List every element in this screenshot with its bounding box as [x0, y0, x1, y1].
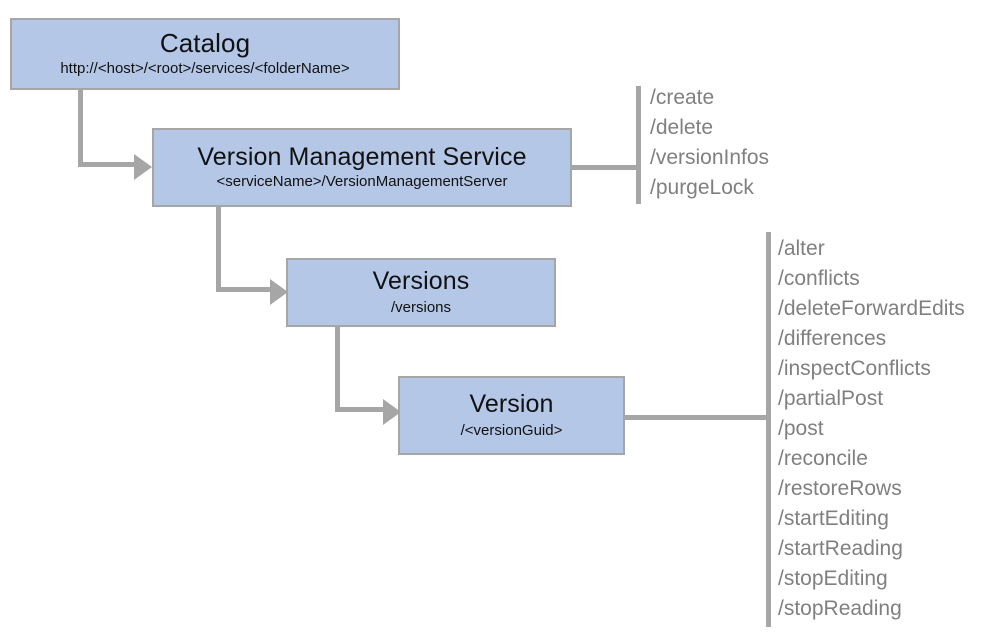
endpoint-item: /partialPost — [778, 387, 884, 410]
endpoint-item: /alter — [778, 237, 825, 260]
endpoint-item: /post — [778, 417, 824, 440]
endpoint-item: /inspectConflicts — [778, 357, 931, 380]
connector-service-to-versions-vertical — [216, 207, 221, 292]
node-catalog[interactable]: Catalog http://<host>/<root>/services/<f… — [10, 18, 400, 90]
node-catalog-title: Catalog — [159, 28, 251, 59]
arrow-head-icon-service-to-versions — [270, 279, 288, 305]
endpoint-item: /versionInfos — [650, 146, 770, 169]
node-version-management-service-title: Version Management Service — [197, 142, 527, 171]
node-version-management-service[interactable]: Version Management Service <serviceName>… — [152, 128, 572, 207]
endpoint-item: /differences — [778, 327, 887, 350]
arrow-head-icon-versions-to-version — [383, 399, 401, 425]
endpoint-item: /restoreRows — [778, 477, 902, 500]
node-catalog-path: http://<host>/<root>/services/<folderNam… — [60, 59, 350, 77]
endpoint-item: /stopReading — [778, 597, 902, 620]
endpoint-item: /delete — [650, 116, 714, 139]
node-version[interactable]: Version /<versionGuid> — [398, 376, 625, 455]
endpoint-item: /purgeLock — [650, 176, 754, 199]
endpoint-group-bar-service — [636, 86, 641, 204]
endpoint-item: /deleteForwardEdits — [778, 297, 965, 320]
node-versions[interactable]: Versions /versions — [286, 258, 556, 327]
endpoint-group-bar-version — [766, 232, 771, 627]
endpoint-item: /create — [650, 86, 715, 109]
endpoint-item: /conflicts — [778, 267, 860, 290]
node-version-management-service-path: <serviceName>/VersionManagementServer — [216, 173, 508, 191]
connector-service-to-operations — [572, 165, 640, 170]
connector-version-to-operations — [625, 415, 770, 420]
endpoint-list-version-operations: /alter/conflicts/deleteForwardEdits/diff… — [778, 234, 965, 624]
endpoint-item: /reconcile — [778, 447, 868, 470]
connector-service-to-versions-horizontal — [216, 287, 274, 292]
arrow-head-icon-catalog-to-service — [134, 154, 152, 180]
endpoint-item: /startEditing — [778, 507, 889, 530]
connector-versions-to-version-horizontal — [335, 407, 387, 412]
connector-catalog-to-service-vertical — [78, 90, 83, 167]
node-version-path: /<versionGuid> — [460, 421, 563, 439]
node-versions-path: /versions — [390, 298, 452, 316]
endpoint-list-service-operations: /create/delete/versionInfos/purgeLock — [650, 83, 769, 203]
connector-catalog-to-service-horizontal — [78, 162, 138, 167]
node-version-title: Version — [469, 390, 554, 419]
connector-versions-to-version-vertical — [335, 327, 340, 412]
node-versions-title: Versions — [372, 267, 470, 296]
endpoint-item: /stopEditing — [778, 567, 888, 590]
endpoint-item: /startReading — [778, 537, 903, 560]
